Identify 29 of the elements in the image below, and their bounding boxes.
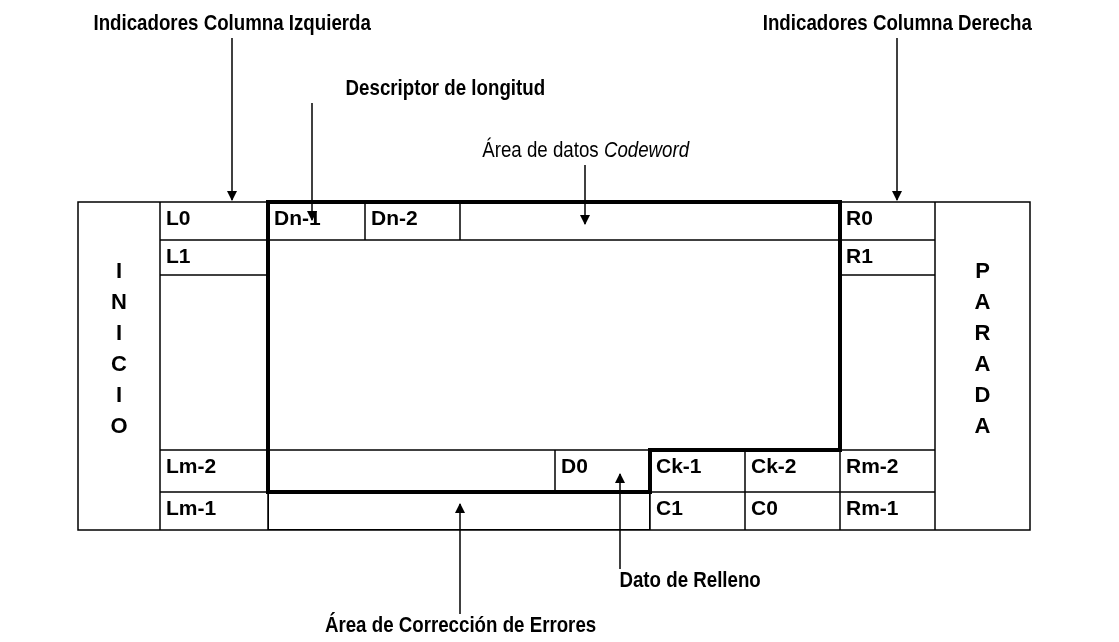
table-cell-label: C0 xyxy=(745,492,840,530)
table-cell-label: Ck-1 xyxy=(650,450,745,492)
table-cell-label: L0 xyxy=(160,202,268,240)
callout-label: Indicadores Columna Derecha xyxy=(762,10,1032,36)
vertical-label: INICIO xyxy=(109,255,129,441)
table-cell-label: R1 xyxy=(840,240,935,275)
leader-arrow xyxy=(454,502,466,615)
leader-arrow xyxy=(579,164,591,226)
table-cell-label: Lm-2 xyxy=(160,450,268,492)
table-cell-label: Lm-1 xyxy=(160,492,268,530)
leader-arrow xyxy=(891,37,903,202)
table-cell-label: Ck-2 xyxy=(745,450,840,492)
callout-label: Área de Corrección de Errores xyxy=(324,612,596,638)
table-cell-label: Dn-2 xyxy=(365,202,460,240)
table-cell-label: C1 xyxy=(650,492,745,530)
callout-label: Indicadores Columna Izquierda xyxy=(93,10,371,36)
leader-arrow xyxy=(226,37,238,202)
empty-table-cell xyxy=(268,492,650,530)
callout-label: Dato de Relleno xyxy=(619,567,761,593)
table-cell-label: L1 xyxy=(160,240,268,275)
table-cell-label: Rm-2 xyxy=(840,450,935,492)
data-area-outline xyxy=(268,202,840,492)
leader-arrow xyxy=(614,472,626,570)
vertical-label: PARADA xyxy=(972,255,993,441)
table-cell-label: Rm-1 xyxy=(840,492,935,530)
callout-label: Área de datos Codeword xyxy=(481,137,689,163)
table-cell-label: R0 xyxy=(840,202,935,240)
table-cell-label: D0 xyxy=(555,450,650,492)
callout-label: Descriptor de longitud xyxy=(345,75,545,101)
